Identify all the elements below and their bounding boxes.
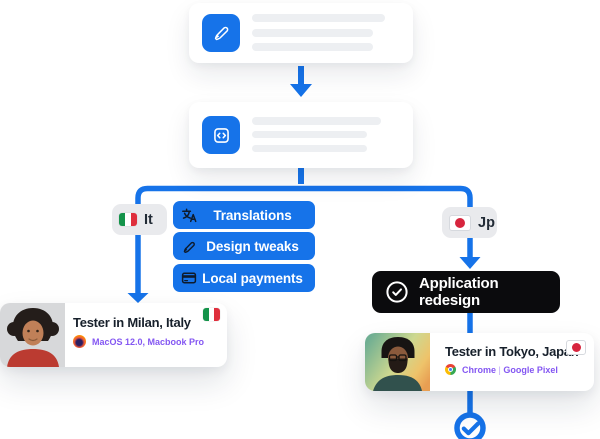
firefox-icon [73,335,86,348]
locale-pill-italy: It [112,204,167,235]
branch-tree [135,185,473,295]
chrome-icon [445,364,456,375]
tester-card-tokyo: Tester in Tokyo, Japan Chrome | Google P… [365,333,594,391]
check-circle-icon [454,412,486,439]
tester-environment: Chrome | Google Pixel [462,364,558,375]
italy-flag-icon [119,213,137,226]
credit-card-icon [180,269,198,287]
skeleton-text-line [252,43,373,51]
tester-environment: MacOS 12.0, Macbook Pro [92,336,205,347]
brush-icon [180,237,198,255]
design-step-card [189,3,413,63]
paintbrush-icon [202,14,240,52]
design-tweaks-button[interactable]: Design tweaks [173,232,315,260]
translations-button[interactable]: Translations [173,201,315,229]
development-step-card [189,102,413,168]
tester-title: Tester in Tokyo, Japan [445,344,579,359]
local-payments-button[interactable]: Local payments [173,264,315,292]
skeleton-text-line [252,145,367,152]
tester-photo-tokyo [365,333,430,391]
italy-flag-icon [203,308,220,321]
japan-flag-icon [566,340,586,355]
skeleton-text-line [252,117,381,125]
arrow-head-icon [290,84,312,97]
skeleton-text-line [252,14,385,22]
skeleton-text-line [252,29,373,37]
highlight-label: Application redesign [419,275,499,309]
locale-label: Jp [478,214,495,231]
locale-pill-japan: Jp [442,207,497,238]
tester-card-milan: Tester in Milan, Italy MacOS 12.0, Macbo… [0,303,227,367]
check-circle-icon [385,280,409,304]
task-label: Local payments [202,270,303,286]
code-icon [202,116,240,154]
task-label: Design tweaks [206,238,299,254]
arrow-head-icon [459,257,481,269]
skeleton-text-line [252,131,367,138]
japan-flag-icon [449,214,471,231]
application-redesign-badge: Application redesign [372,271,560,313]
task-label: Translations [213,207,292,223]
tester-photo-milan [0,303,65,367]
check-icon [461,421,481,436]
tester-title: Tester in Milan, Italy [73,315,191,330]
translate-icon [180,206,198,224]
locale-label: It [144,211,153,228]
arrow-head-icon [127,293,149,303]
